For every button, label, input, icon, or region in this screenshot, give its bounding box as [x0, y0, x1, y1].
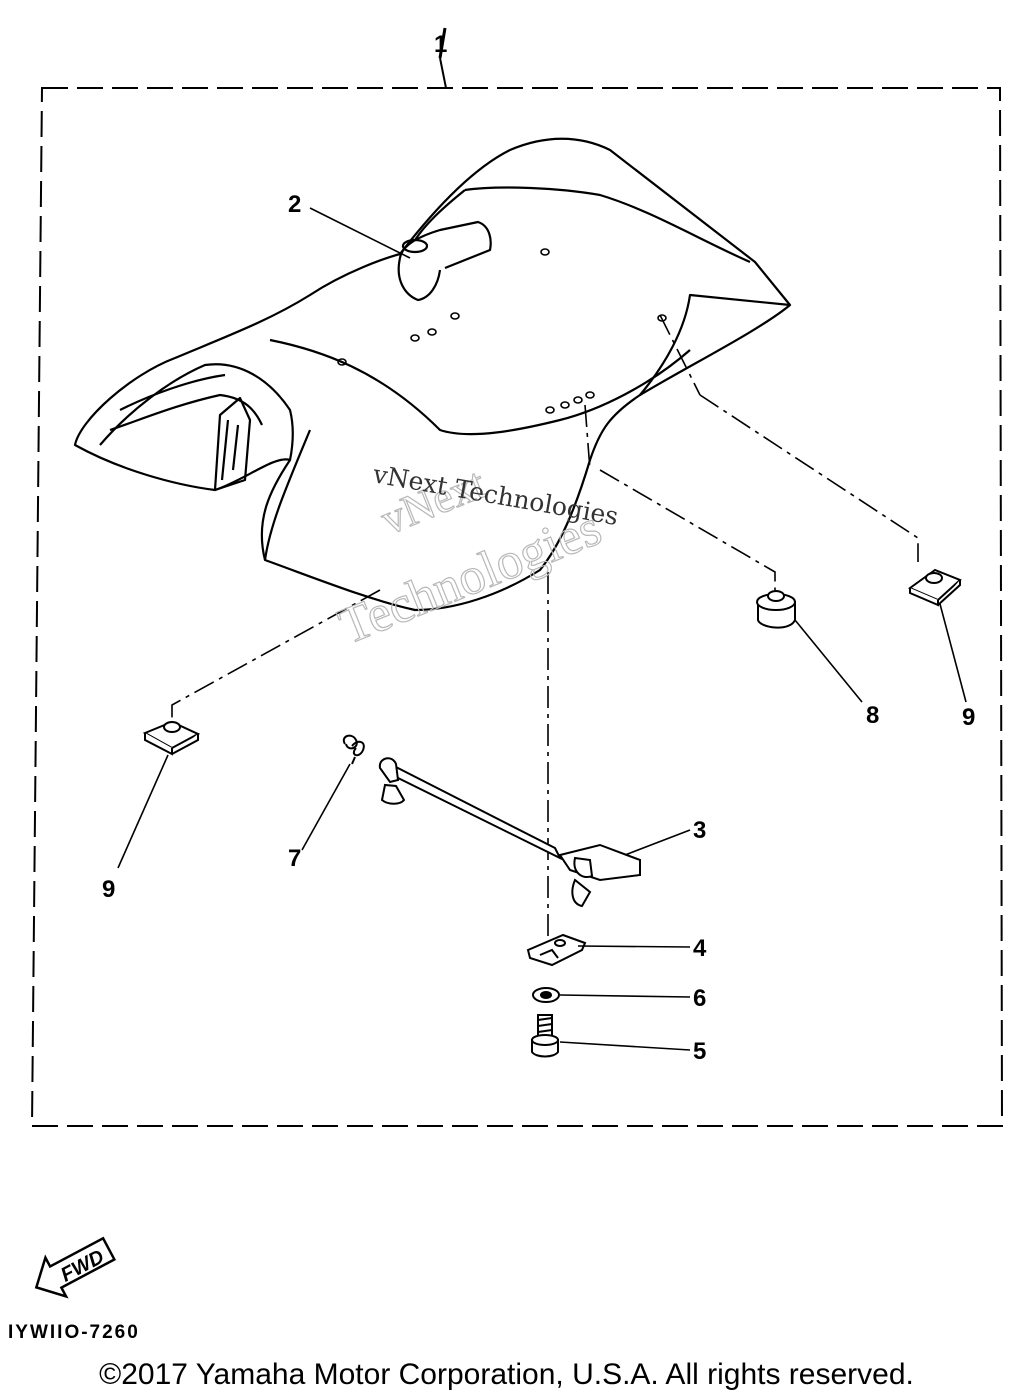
- callout-nut-left: 9: [102, 876, 115, 903]
- damper-part: [756, 590, 796, 629]
- callout-leaders: [117, 207, 967, 1051]
- callout-seat-cover: 2: [288, 191, 301, 218]
- callout-assembly: 1: [434, 31, 447, 58]
- callout-spring: 7: [288, 845, 301, 872]
- callout-hook-lever: 3: [693, 817, 706, 844]
- assembly-leader: [439, 57, 447, 89]
- assembly-number-mark: [438, 27, 447, 59]
- nut-part-right: [907, 568, 962, 607]
- assembly-frame: [30, 87, 1004, 1127]
- washer-part: [532, 987, 560, 1003]
- bolt-part: [531, 1014, 559, 1058]
- bracket-part: [526, 933, 587, 967]
- seat-drawing: [73, 137, 792, 612]
- callout-damper: 8: [866, 702, 879, 729]
- callout-bolt: 5: [693, 1038, 706, 1065]
- part-code: IYWIIO-7260: [8, 1322, 140, 1343]
- callout-nut-right: 9: [962, 704, 975, 731]
- fwd-arrow-icon: FWD: [34, 1236, 117, 1299]
- copyright-notice: ©2017 Yamaha Motor Corporation, U.S.A. A…: [99, 1358, 914, 1391]
- watermark: vNext Technologies vNext Technologies: [331, 458, 621, 656]
- spring-part: [342, 734, 365, 765]
- callout-washer: 6: [693, 985, 706, 1012]
- hook-lever-part: [378, 757, 641, 908]
- centerlines: [171, 314, 919, 950]
- nut-part-left: [142, 720, 201, 756]
- callout-bracket: 4: [693, 935, 707, 962]
- watermark-line2: Technologies: [331, 499, 609, 655]
